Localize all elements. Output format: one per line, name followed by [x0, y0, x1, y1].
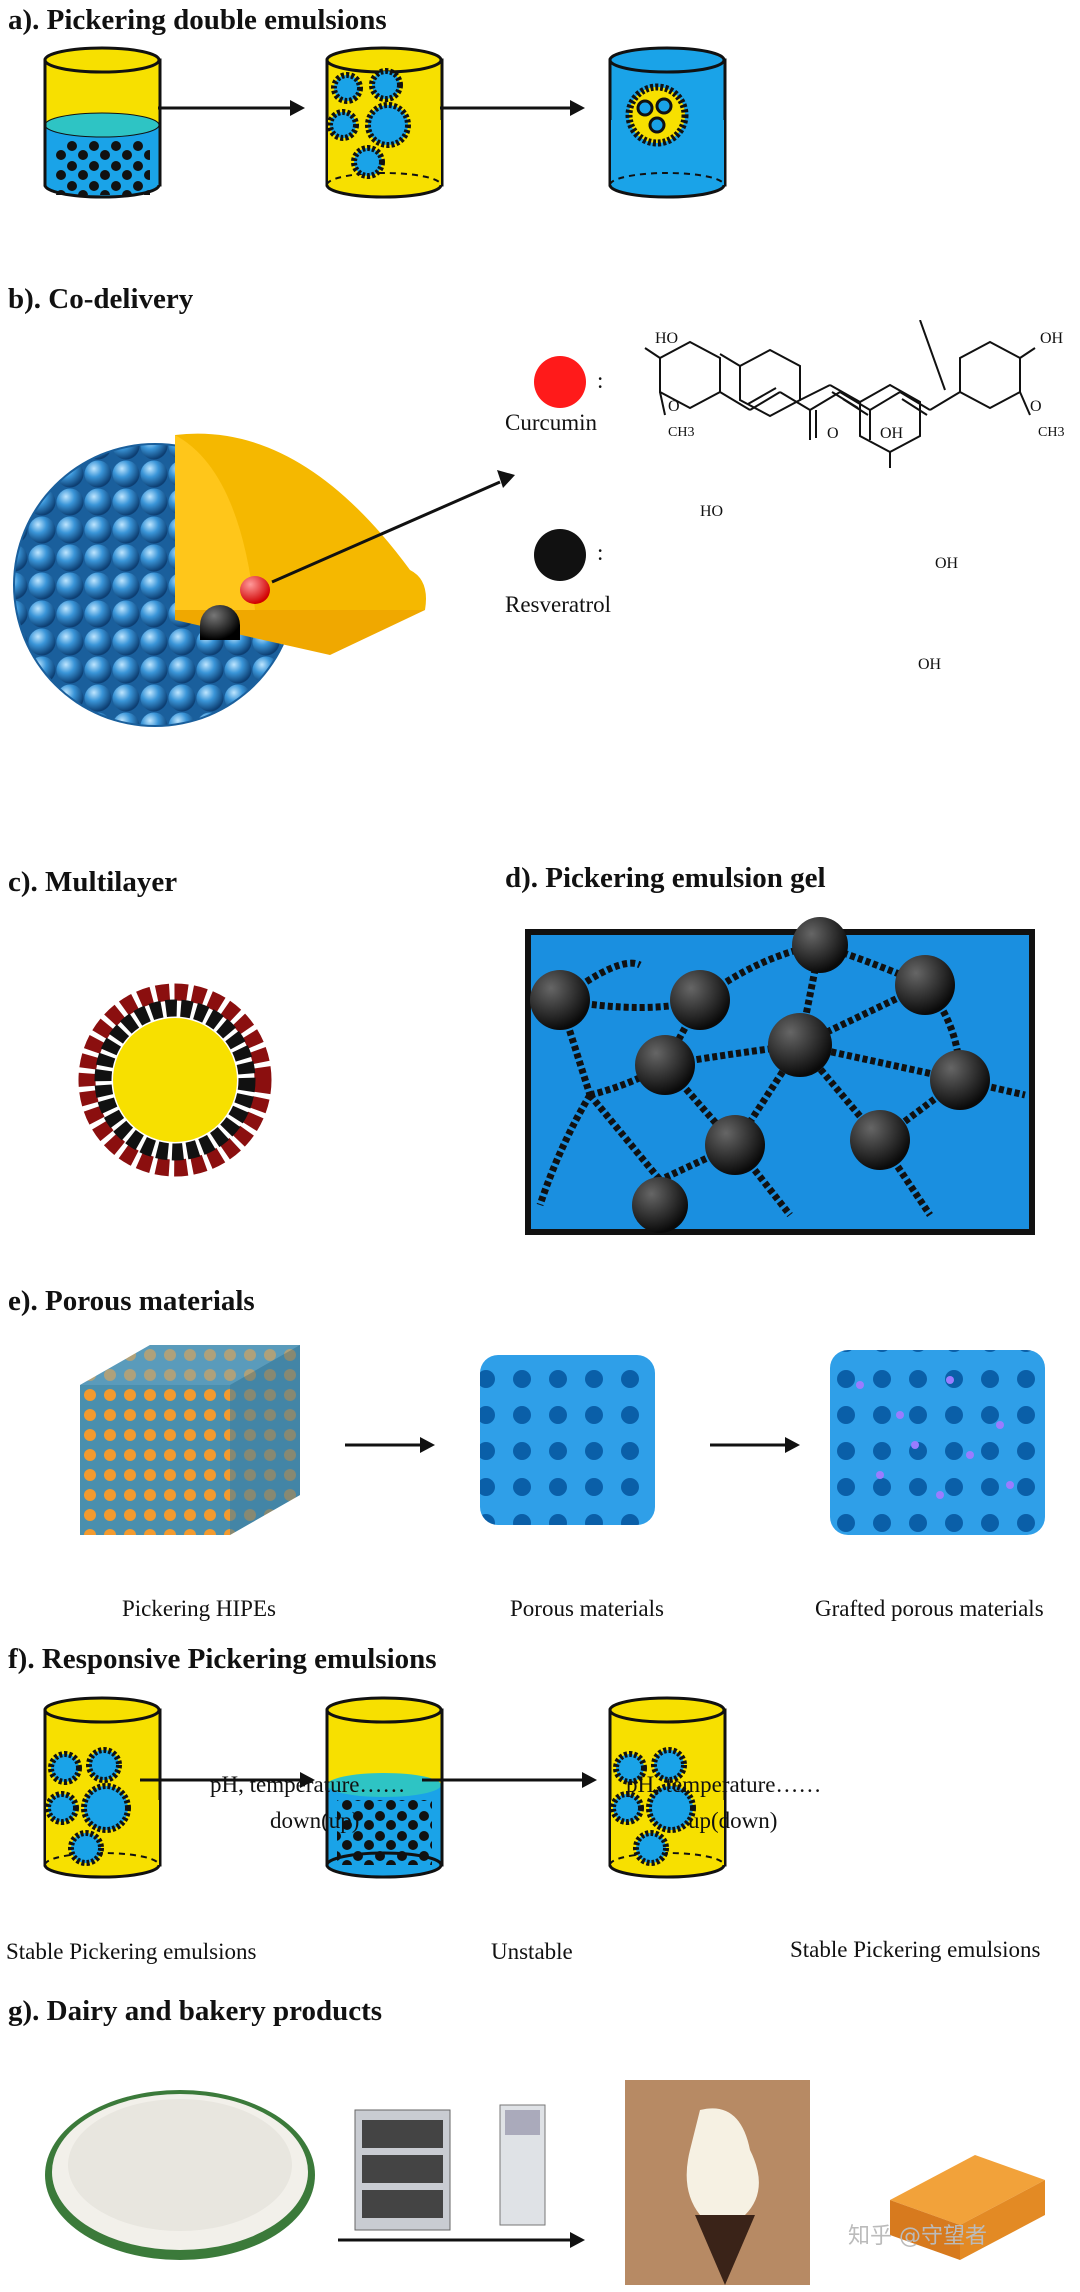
- cylinder-stable-2: [608, 1696, 727, 1879]
- curcumin-enol-oh: OH: [880, 425, 904, 442]
- curcumin-ch3-right: CH3: [1038, 425, 1065, 440]
- panel-g-diagram: [45, 2080, 1045, 2285]
- cylinder-emulsion: [325, 46, 444, 199]
- panel-f-diagram: [43, 1696, 727, 1879]
- pound-cake-image: [890, 2155, 1045, 2260]
- arrow-f1-top-label: pH, temperature……: [210, 1772, 406, 1797]
- cylinder-unstable: [325, 1696, 444, 1879]
- curcumin-legend-dot: [534, 356, 586, 408]
- oil-core: [113, 1018, 237, 1142]
- title-c: c). Multilayer: [8, 866, 178, 898]
- cylinder-oil-water: [43, 46, 162, 199]
- cylinder-double-emulsion: [608, 46, 727, 199]
- arrow-g: [338, 2232, 585, 2248]
- curcumin-ho-left: HO: [655, 330, 679, 347]
- arrow-e2: [710, 1437, 800, 1453]
- arrow-f1-bottom-label: down(up): [270, 1808, 360, 1833]
- resveratrol-particle: [200, 605, 240, 640]
- curcumin-oh-right: OH: [1040, 330, 1064, 347]
- hipe-cube: [80, 1345, 300, 1535]
- ice-cream-machine-image: [499, 2104, 546, 2226]
- yogurt-bowl-image: [45, 2090, 315, 2260]
- cylinder-stable-1: [43, 1696, 162, 1879]
- curcumin-ch3-left: CH3: [668, 425, 695, 440]
- resveratrol-legend-dot: [534, 529, 586, 581]
- oven-image: [354, 2109, 451, 2231]
- arrow-f1: [140, 1772, 315, 1788]
- ice-cream-cone-image: [625, 2080, 810, 2285]
- label-grafted-porous-materials: Grafted porous materials: [815, 1596, 1044, 1621]
- label-stable-1: Stable Pickering emulsions: [6, 1939, 257, 1964]
- curcumin-o-methoxy-right: O: [1030, 398, 1042, 415]
- grafted-porous-block: [830, 1350, 1045, 1535]
- curcumin-ketone-o: O: [827, 425, 839, 442]
- curcumin-colon: :: [597, 368, 604, 393]
- title-f: f). Responsive Pickering emulsions: [8, 1643, 437, 1675]
- title-a: a). Pickering double emulsions: [8, 4, 387, 36]
- resveratrol-ho: HO: [700, 503, 724, 520]
- panel-e-diagram: [80, 1345, 1045, 1535]
- watermark: 知乎 @守望者: [848, 2224, 987, 2249]
- resveratrol-colon: :: [597, 540, 604, 565]
- resveratrol-oh-2: OH: [918, 656, 942, 673]
- arrow-f2-top-label: pH, temperature……: [626, 1772, 822, 1797]
- label-pickering-hipes: Pickering HIPEs: [122, 1596, 276, 1621]
- porous-block: [480, 1355, 655, 1525]
- title-d: d). Pickering emulsion gel: [505, 862, 826, 894]
- arrow-a1: [158, 100, 305, 116]
- curcumin-o-methoxy-left: O: [668, 398, 680, 415]
- arrow-f2: [422, 1772, 597, 1788]
- panel-c-diagram: [78, 983, 272, 1177]
- label-stable-2: Stable Pickering emulsions: [790, 1937, 1041, 1962]
- arrow-f2-bottom-label: up(down): [688, 1808, 778, 1833]
- curcumin-label: Curcumin: [505, 410, 597, 435]
- title-b: b). Co-delivery: [8, 283, 194, 315]
- panel-a-diagram: [43, 46, 727, 199]
- resveratrol-label: Resveratrol: [505, 592, 612, 617]
- resveratrol-structure: [719, 320, 946, 468]
- arrow-b: [271, 470, 515, 584]
- label-porous-materials: Porous materials: [510, 1596, 664, 1621]
- arrow-a2: [440, 100, 585, 116]
- panel-b-diagram: [13, 320, 1036, 727]
- nanoparticle-sphere: [13, 433, 426, 727]
- resveratrol-oh-1: OH: [935, 555, 959, 572]
- panel-d-gel-network: [525, 917, 1035, 1235]
- curcumin-particle: [240, 576, 270, 604]
- arrow-e1: [345, 1437, 435, 1453]
- label-unstable: Unstable: [491, 1939, 573, 1964]
- title-g: g). Dairy and bakery products: [8, 1995, 383, 2027]
- title-e: e). Porous materials: [8, 1285, 255, 1317]
